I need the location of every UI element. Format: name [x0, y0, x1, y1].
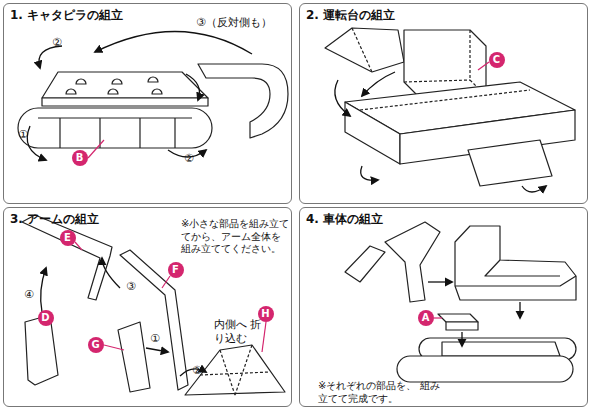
part-marker: F	[168, 262, 184, 278]
cab-flap	[325, 28, 404, 72]
callout-number: ③	[126, 280, 136, 294]
callout-number: ②	[192, 364, 202, 378]
leader-line	[478, 62, 489, 70]
panel-title: 3. アームの組立	[10, 211, 99, 228]
cab-edges	[455, 260, 576, 286]
base-track-front	[397, 356, 573, 382]
step-arrow	[428, 281, 452, 282]
step-arrow	[27, 126, 46, 160]
note-text: ※それぞれの部品を、 組み立てて完成です。	[318, 380, 442, 405]
step-arrow	[146, 348, 168, 352]
part-letter: A	[422, 312, 430, 323]
callout-number: ②	[184, 152, 194, 166]
step-arrow	[335, 80, 350, 116]
arm-part-g	[118, 322, 150, 392]
part-marker: D	[38, 310, 54, 326]
step-arrow	[95, 31, 252, 54]
leader-line	[104, 345, 124, 350]
assembled-dipper	[345, 246, 385, 282]
part-letter: D	[41, 312, 49, 323]
cab-box	[404, 30, 486, 96]
step-panel: 1. キャタピラの組立 B	[3, 3, 292, 204]
leader-line	[162, 276, 170, 288]
part-marker: C	[489, 52, 505, 68]
part-a-top	[438, 314, 478, 322]
step-arrow	[361, 166, 378, 180]
callout-number: ②	[52, 36, 62, 50]
part-letter: G	[91, 339, 99, 350]
track-platform-edge	[42, 98, 208, 106]
part-marker: G	[88, 337, 104, 353]
cab-deck-side	[345, 102, 400, 164]
leader-line	[75, 242, 82, 250]
step-arrow	[362, 72, 395, 96]
note-text: ※小さな部品を組み立て てから、アーム全体を 組み立ててください。	[181, 218, 293, 256]
track-bumps	[66, 77, 162, 94]
step-arrow	[186, 74, 200, 100]
callout-number: ④	[24, 288, 34, 302]
assembled-boom	[385, 222, 440, 302]
fold-line	[352, 28, 372, 72]
callout-number: ③（反対側も）	[196, 16, 272, 30]
cab-side-flap	[468, 140, 552, 186]
step-arrow	[102, 258, 120, 288]
part-a-front	[446, 322, 478, 330]
track-platform	[42, 72, 208, 98]
fold-line	[404, 30, 486, 96]
track-belt-lines	[38, 118, 192, 148]
panel-title: 2. 運転台の組立	[306, 7, 395, 24]
part-letter: E	[64, 232, 71, 243]
callout-number: ①	[150, 332, 160, 346]
part-letter: B	[76, 152, 84, 163]
panel-title: 1. キャタピラの組立	[10, 7, 123, 24]
fold-line	[360, 90, 530, 110]
track-belt	[18, 108, 212, 148]
callout-number: ①	[18, 128, 28, 142]
arm-part-e	[22, 215, 112, 300]
step-panel: 4. 車体の組立 A	[299, 207, 588, 407]
part-letter: F	[172, 264, 179, 275]
step-panel: 2. 運転台の組立 C	[299, 3, 588, 204]
step-arrow	[519, 302, 520, 318]
fold-line	[200, 345, 270, 395]
panel-title: 4. 車体の組立	[306, 211, 383, 228]
step-arrow	[461, 332, 462, 346]
part-marker: B	[72, 150, 88, 166]
arm-part-d	[25, 315, 58, 385]
leader-line	[262, 322, 266, 352]
part-letter: H	[261, 308, 269, 319]
callout-number: 内側へ 折り込む	[214, 318, 266, 346]
assembled-cab	[455, 226, 576, 300]
step-arrow	[39, 46, 62, 68]
step-arrow	[41, 268, 46, 312]
leader-line	[434, 317, 442, 318]
base-platform	[442, 342, 560, 356]
arm-part-h	[185, 345, 285, 395]
part-marker: E	[60, 230, 76, 246]
part-marker: A	[418, 310, 434, 326]
leader-line	[88, 140, 104, 158]
step-arrow	[522, 186, 546, 192]
part-letter: C	[493, 54, 500, 65]
